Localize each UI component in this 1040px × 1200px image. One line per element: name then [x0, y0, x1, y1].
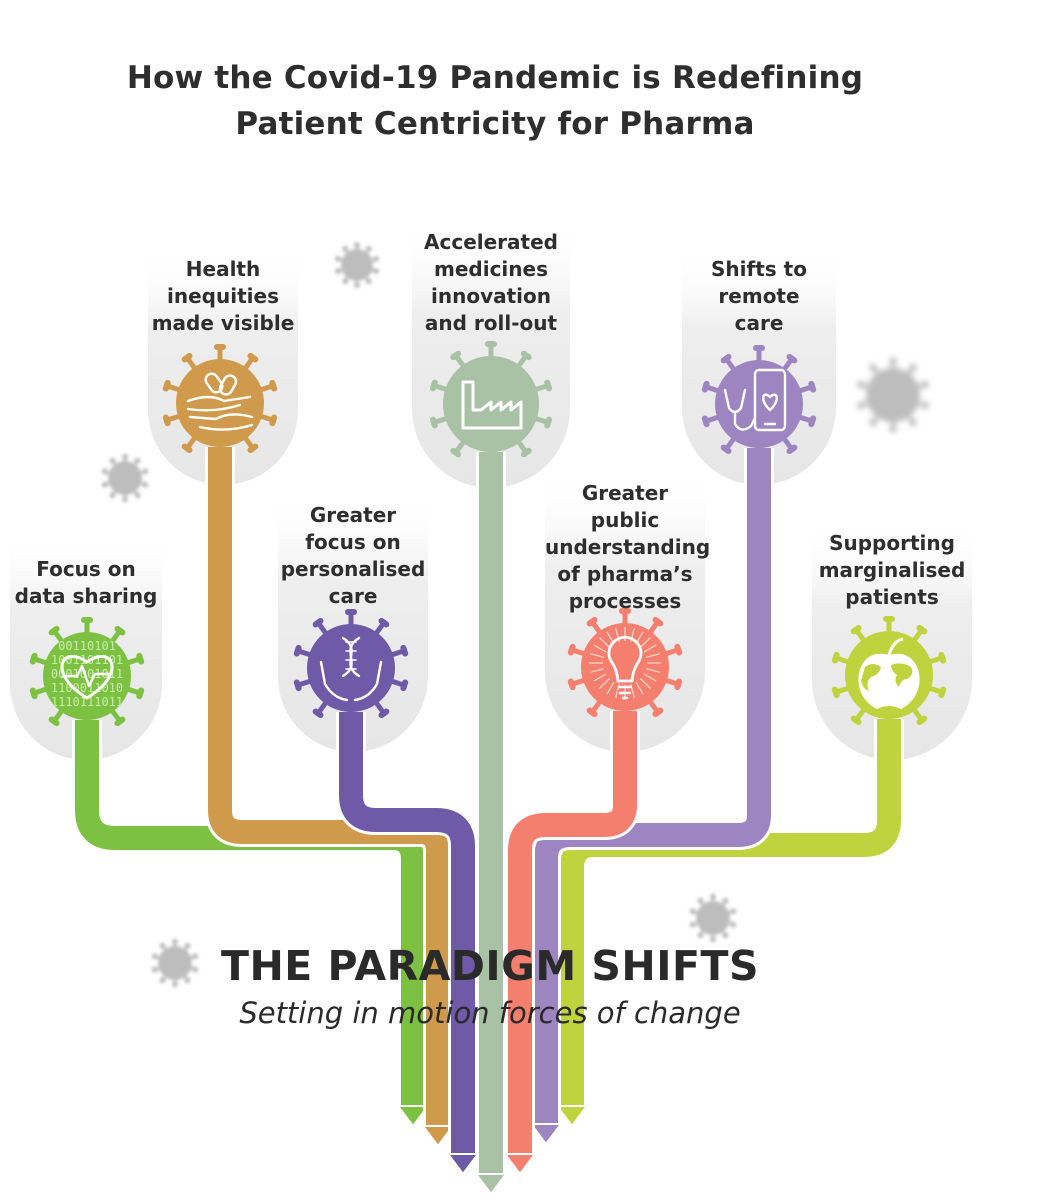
lightbulb-icon [589, 627, 661, 700]
shift-label-line: public [590, 508, 660, 532]
background-virus-icons [101, 242, 929, 988]
heart-data-icon: 0011010110011011010001001011110001101011… [51, 639, 123, 709]
shift-label-line: and roll-out [424, 311, 558, 335]
flow-pipe [503, 711, 640, 1176]
background-virus-icon [689, 893, 737, 943]
page-title-line-1: How the Covid-19 Pandemic is Redefining [126, 60, 864, 96]
flow-arrowhead [396, 1105, 430, 1128]
shift-label-line: care [734, 311, 784, 335]
shift-label-line: understanding [545, 535, 711, 559]
flow-arrowhead [446, 1153, 480, 1176]
shift-label: Health inequities made visible [148, 256, 298, 337]
phone-stethoscope-icon [723, 368, 787, 432]
shift-label-line: made visible [151, 311, 295, 335]
flow-pipe [474, 452, 508, 1196]
factory-icon [461, 380, 523, 430]
globe-apple-icon [858, 637, 920, 709]
page-title-line-2: Patient Centricity for Pharma [235, 106, 755, 142]
shift-label-line: focus on [305, 530, 401, 554]
shift-label-line: Focus on [36, 557, 136, 581]
flow-pipe [336, 712, 480, 1176]
flow-arrowhead [529, 1123, 563, 1146]
shift-label-line: patients [845, 585, 939, 609]
flow-pipe [72, 720, 430, 1128]
paradigm-shifts-heading: THE PARADIGM SHIFTS [221, 942, 759, 990]
flow-arrowhead [474, 1173, 508, 1196]
shift-label: Greater public understanding of pharma’s pro… [545, 480, 711, 615]
binary-text: 0001001011 [51, 667, 123, 681]
shift-label-line: Greater [309, 503, 397, 527]
dna-hands-icon [319, 636, 383, 702]
shift-label-line: Health [185, 257, 261, 281]
flow-pipes [72, 447, 904, 1196]
virus-badge [430, 341, 552, 467]
flow-pipe [529, 448, 774, 1146]
shift-label-line: processes [568, 589, 682, 613]
virus-badge [567, 608, 683, 726]
shift-label-line: Accelerated [424, 230, 558, 254]
shift-label-line: data sharing [14, 584, 158, 608]
paradigm-shifts-subheading: Setting in motion forces of change [239, 996, 741, 1030]
shift-label-line: innovation [431, 284, 551, 308]
shift-label: Greater focus on personalised care [278, 502, 428, 610]
virus-badge: 0011010110011011010001001011110001101011… [29, 617, 145, 735]
shift-label-line: personalised [280, 557, 426, 581]
flow-pipe [205, 447, 455, 1148]
virus-badge [831, 616, 947, 734]
shift-label: Supporting marginalised patients [812, 530, 972, 611]
shift-label-line: Greater [581, 481, 669, 505]
shift-label: Shifts to remote care [682, 256, 836, 337]
shift-label-line: Shifts to [711, 257, 807, 281]
shift-label: Focus on data sharing [10, 556, 162, 610]
shift-label: Accelerated medicines innovation and roll-o… [412, 229, 570, 337]
background-virus-icon [857, 357, 929, 433]
virus-badge [293, 609, 409, 727]
shift-label-line: care [328, 584, 378, 608]
virus-badge [701, 345, 817, 463]
shift-label-line: marginalised [818, 558, 966, 582]
background-virus-icon [151, 938, 199, 988]
hands-pills-icon [186, 372, 254, 431]
flow-arrowhead [421, 1125, 455, 1148]
flow-arrowhead [503, 1153, 537, 1176]
binary-text: 00110101 [58, 639, 116, 653]
shift-label-line: of pharma’s [557, 562, 693, 586]
virus-badge [162, 344, 278, 462]
shift-label-line: Supporting [829, 531, 955, 555]
shift-label-line: medicines [434, 257, 548, 281]
flow-arrowhead [555, 1105, 589, 1128]
background-virus-icon [101, 453, 149, 503]
virus-badges: 0011010110011011010001001011110001101011… [29, 341, 947, 735]
shift-label-line: inequities [167, 284, 279, 308]
shift-label-line: remote [718, 284, 800, 308]
binary-text: 1110111011 [51, 695, 123, 709]
background-virus-icon [334, 242, 380, 288]
